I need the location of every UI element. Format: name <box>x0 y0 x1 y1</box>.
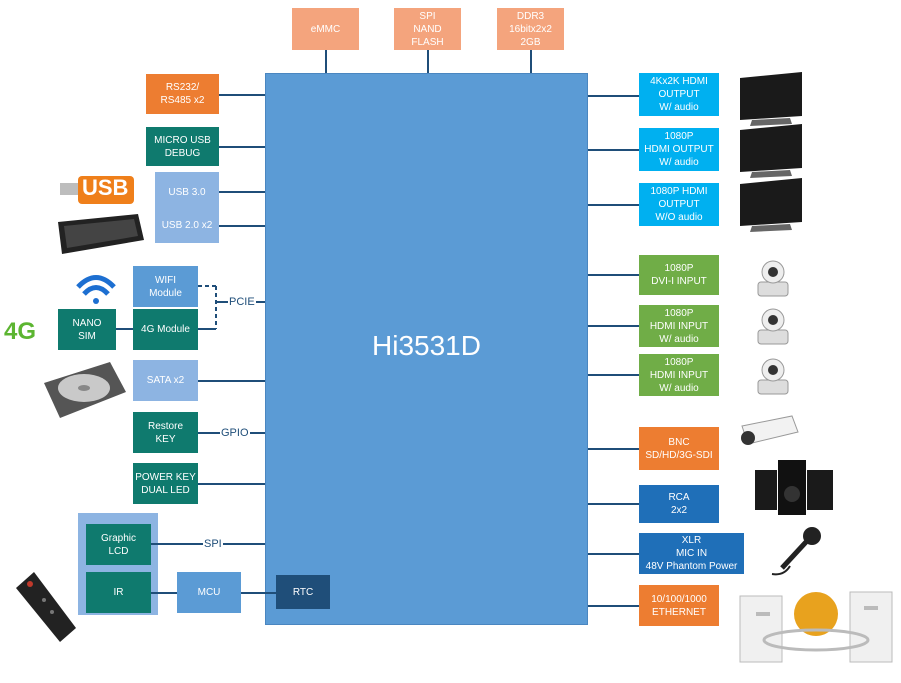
usb3-box: USB 3.0 <box>155 178 219 206</box>
xlr-box: XLR MIC IN 48V Phantom Power <box>639 533 744 574</box>
soc-title: Hi3531D <box>372 330 481 361</box>
ir-mcu-link <box>151 592 177 594</box>
hdmi-1080-out-link <box>588 149 639 151</box>
bullet-camera-icon <box>741 415 799 445</box>
emmc-box: eMMC <box>292 8 359 50</box>
monitor-icon <box>740 72 802 126</box>
power-key-box: POWER KEY DUAL LED <box>133 463 198 504</box>
usb-logo-text: USB <box>82 175 129 200</box>
soc-block <box>265 73 588 625</box>
hdmi-4k-output-box: 4Kx2K HDMI OUTPUT W/ audio <box>639 73 719 116</box>
spi-flash-box: SPI NAND FLASH <box>394 8 461 50</box>
ethernet-box: 10/100/1000 ETHERNET <box>639 585 719 626</box>
rca-link <box>588 503 639 505</box>
usb3-link <box>219 191 265 193</box>
mcu-box: MCU <box>177 572 241 613</box>
power-key-link <box>198 483 265 485</box>
hdmi-input-2-link <box>588 374 639 376</box>
rs232-box: RS232/ RS485 x2 <box>146 74 219 114</box>
remote-control-icon <box>16 572 76 642</box>
dvi-link <box>588 274 639 276</box>
rs232-link <box>219 94 265 96</box>
micro-usb-box: MICRO USB DEBUG <box>146 127 219 166</box>
usb-stick-icon <box>60 176 134 204</box>
hdmi-1080-noaudio-box: 1080P HDMI OUTPUT W/O audio <box>639 183 719 226</box>
ptz-camera-icon <box>757 260 789 297</box>
spi-flash-link <box>427 50 429 73</box>
hdmi-1080-output-box: 1080P HDMI OUTPUT W/ audio <box>639 128 719 171</box>
wifi-icon <box>76 275 116 304</box>
nano-sim-box: NANO SIM <box>58 309 116 350</box>
network-servers-icon <box>739 591 893 663</box>
sim-link <box>116 328 133 330</box>
graphic-lcd-box: Graphic LCD <box>86 524 151 565</box>
microphone-icon <box>771 527 821 576</box>
emmc-link <box>325 50 327 73</box>
hard-drive-icon <box>44 362 126 418</box>
sata-box: SATA x2 <box>133 360 198 401</box>
gpio-label: GPIO <box>220 427 250 439</box>
ptz-camera-icon <box>757 358 789 395</box>
ddr3-link <box>530 50 532 73</box>
monitor-icon <box>740 124 802 178</box>
rca-box: RCA 2x2 <box>639 485 719 523</box>
ethernet-link <box>588 605 639 607</box>
speaker-icon <box>755 460 833 515</box>
hdmi-4k-link <box>588 95 639 97</box>
mcu-rtc-link <box>241 592 276 594</box>
usb2-link <box>219 225 265 227</box>
spi-label: SPI <box>203 538 223 550</box>
keyboard-icon <box>58 214 144 254</box>
bnc-box: BNC SD/HD/3G-SDI <box>639 427 719 470</box>
dvi-input-box: 1080P DVI-I INPUT <box>639 255 719 295</box>
hdmi-1080-noaudio-link <box>588 204 639 206</box>
micro-usb-link <box>219 146 265 148</box>
pcie-label: PCIE <box>228 296 256 308</box>
hdmi-input-2-box: 1080P HDMI INPUT W/ audio <box>639 354 719 396</box>
restore-key-box: Restore KEY <box>133 412 198 453</box>
hdmi-input-1-link <box>588 325 639 327</box>
wifi-module-box: WIFI Module <box>133 266 198 307</box>
xlr-link <box>588 553 639 555</box>
ir-box: IR <box>86 572 151 613</box>
usb2-box: USB 2.0 x2 <box>155 210 219 240</box>
ddr3-box: DDR3 16bitx2x2 2GB <box>497 8 564 50</box>
sata-link <box>198 380 265 382</box>
hdmi-input-1-box: 1080P HDMI INPUT W/ audio <box>639 305 719 347</box>
ptz-camera-icon <box>757 308 789 345</box>
4g-logo-text: 4G <box>4 318 37 345</box>
4g-module-box: 4G Module <box>133 309 198 350</box>
monitor-icon <box>740 178 802 232</box>
bnc-link <box>588 448 639 450</box>
rtc-box: RTC <box>276 575 330 609</box>
